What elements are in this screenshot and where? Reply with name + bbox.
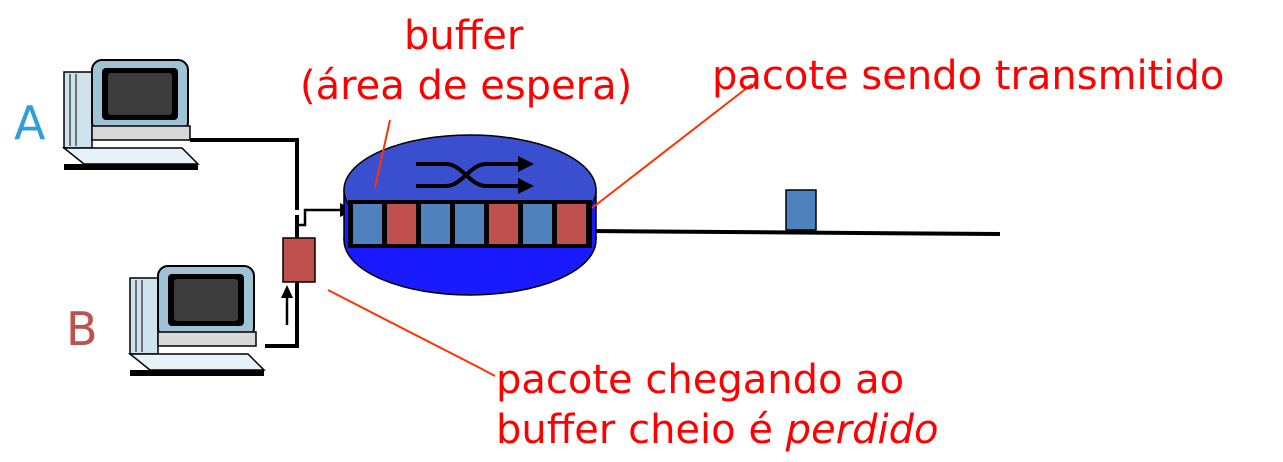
lost-label-prefix: buffer cheio é xyxy=(496,407,786,453)
lost-label-emphasis: perdido xyxy=(785,407,939,453)
queue-packet xyxy=(557,204,586,244)
queue-packet xyxy=(523,204,552,244)
queue-packet xyxy=(353,204,382,244)
transmitting-label: pacote sendo transmitido xyxy=(712,53,1225,99)
outgoing-link xyxy=(589,229,1001,236)
buffer-sublabel: (área de espera) xyxy=(300,63,633,109)
buffer-label: buffer xyxy=(404,13,524,59)
lost-label-line1: pacote chegando ao xyxy=(496,357,905,403)
host-a-label: A xyxy=(14,96,46,150)
queue-packet xyxy=(387,204,416,244)
link-host-a xyxy=(190,138,299,210)
router-symbol-icon xyxy=(416,156,534,194)
queue-packet xyxy=(489,204,518,244)
pointer-transmitting xyxy=(591,83,753,209)
queue-packets xyxy=(353,204,586,244)
host-b-label: B xyxy=(66,302,98,356)
lost-packet xyxy=(282,237,316,283)
pointer-buffer xyxy=(374,119,391,189)
upward-arrow xyxy=(281,285,293,325)
pointer-lines xyxy=(327,83,753,377)
in-flight-packet xyxy=(785,189,817,231)
pointer-lost xyxy=(327,289,496,377)
queue-packet xyxy=(421,204,450,244)
host-b-computer-icon xyxy=(127,265,266,376)
host-a-computer-icon xyxy=(61,59,200,170)
lost-label-line2: buffer cheio é perdido xyxy=(496,410,938,450)
queue-packet xyxy=(455,204,484,244)
